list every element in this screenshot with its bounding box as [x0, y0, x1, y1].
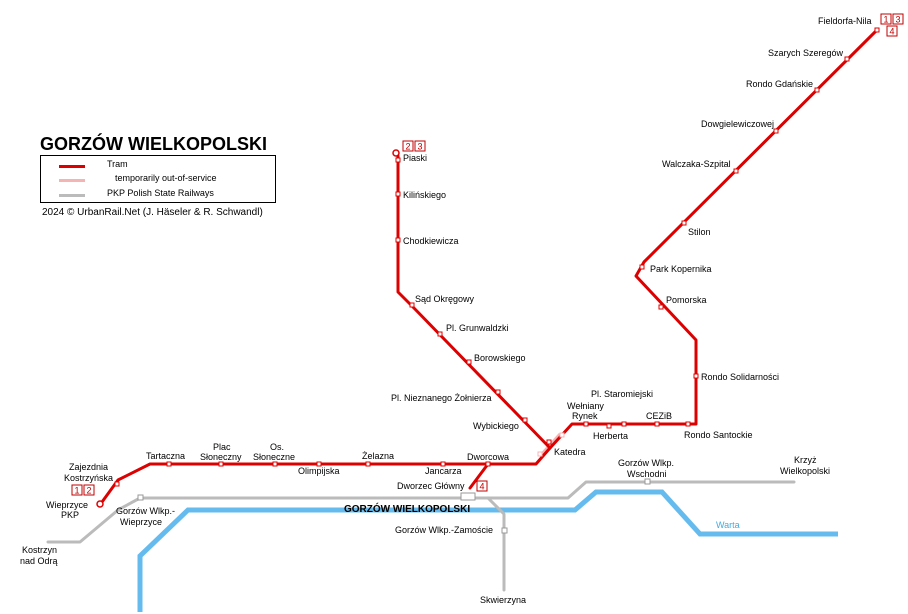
svg-text:4: 4: [890, 27, 895, 37]
station-wybickiego: Wybickiego: [473, 421, 519, 431]
station-pl-staromiejski: Pl. Staromiejski: [591, 389, 653, 399]
station-plac-sloneczny-2: Słoneczny: [200, 452, 242, 462]
station-chodkiewicza: Chodkiewicza: [403, 236, 459, 246]
out-of-service-stops: [537, 432, 565, 457]
rail-label-wieprzyce: Gorzów Wlkp.-: [116, 506, 175, 516]
tram-station-labels: Fieldorfa-Nila Szarych Szeregów Rondo Gd…: [46, 16, 872, 520]
station-os-sloneczne: Os.: [270, 442, 284, 452]
credit-line: 2024 © UrbanRail.Net (J. Häseler & R. Sc…: [42, 207, 263, 218]
legend-rail-swatch: [59, 194, 85, 197]
rail-station-wieprzyce: [137, 494, 144, 501]
station-jancarza: Jancarza: [425, 466, 462, 476]
rail-label-skwierzyna: Skwierzyna: [480, 595, 526, 605]
station-tartaczna: Tartaczna: [146, 451, 185, 461]
rail-label-wieprzyce-2: Wieprzyce: [120, 517, 162, 527]
rail-labels: Kostrzyn nad Odrą Gorzów Wlkp.- Wieprzyc…: [20, 455, 830, 605]
station-rondo-gdanskie: Rondo Gdańskie: [746, 79, 813, 89]
tram-lines: [100, 28, 879, 504]
station-szarych-szeregow: Szarych Szeregów: [768, 48, 844, 58]
svg-text:1: 1: [884, 15, 889, 25]
station-dowgielewiczowej: Dowgielewiczowej: [701, 119, 774, 129]
rail-label-kostrzyn: Kostrzyn: [22, 545, 57, 555]
map-legend: Tram temporarily out-of-service PKP Poli…: [40, 155, 276, 203]
station-welniany-rynek-2: Rynek: [572, 411, 598, 421]
rail-label-wschodni: Gorzów Wlkp.: [618, 458, 674, 468]
out-of-service-line: [538, 432, 562, 458]
rail-label-krzyz: Krzyż: [794, 455, 817, 465]
rail-station-wschodni: [644, 478, 651, 485]
station-olimpijska: Olimpijska: [298, 466, 340, 476]
station-dworzec-glowny: Dworzec Główny: [397, 481, 465, 491]
station-dworcowa: Dworcowa: [467, 452, 509, 462]
svg-text:1: 1: [75, 486, 80, 496]
rail-label-wschodni-2: Wschodni: [627, 469, 667, 479]
station-kilinskiego: Kilińskiego: [403, 190, 446, 200]
station-pl-grunwaldzki: Pl. Grunwaldzki: [446, 323, 509, 333]
svg-text:2: 2: [406, 142, 411, 152]
station-katedra: Katedra: [554, 447, 586, 457]
station-zajezdnia: Zajezdnia: [69, 462, 108, 472]
station-zajezdnia-2: Kostrzyńska: [64, 473, 113, 483]
svg-text:3: 3: [418, 142, 423, 152]
station-walczaka-szpital: Walczaka-Szpital: [662, 159, 731, 169]
rail-label-kostrzyn-2: nad Odrą: [20, 556, 58, 566]
station-herberta: Herberta: [593, 431, 628, 441]
station-os-sloneczne-2: Słoneczne: [253, 452, 295, 462]
tram-stops: [114, 27, 880, 487]
svg-text:3: 3: [896, 15, 901, 25]
wieprzyce-terminus-loop: [96, 500, 104, 508]
station-stilon: Stilon: [688, 227, 711, 237]
city-label: GORZÓW WIELKOPOLSKI: [344, 502, 470, 515]
terminus-badges: 1 3 4 2 3 1 2 4: [71, 13, 904, 496]
station-plac-sloneczny: Plac: [213, 442, 231, 452]
rail-station-main: [460, 492, 476, 501]
legend-tram-swatch: [59, 165, 85, 168]
station-park-kopernika: Park Kopernika: [650, 264, 712, 274]
rail-label-zamoscie: Gorzów Wlkp.-Zamoście: [395, 525, 493, 535]
rail-station-zamoscie: [501, 527, 508, 534]
station-cezib: CEZiB: [646, 411, 672, 421]
piaski-terminus-loop: [392, 149, 400, 157]
legend-out-of-service-swatch: [59, 179, 85, 182]
station-pl-nieznanego: Pl. Nieznanego Żołnierza: [391, 393, 492, 403]
river-label: Warta: [716, 520, 740, 530]
station-rondo-solidarnosci: Rondo Solidarności: [701, 372, 779, 382]
station-borowskiego: Borowskiego: [474, 353, 526, 363]
svg-text:2: 2: [87, 486, 92, 496]
station-wieprzyce-pkp-2: PKP: [61, 510, 79, 520]
station-welniany-rynek: Wełniany: [567, 401, 604, 411]
station-wieprzyce-pkp: Wieprzyce: [46, 500, 88, 510]
svg-text:4: 4: [480, 482, 485, 492]
station-zelazna: Żelazna: [362, 451, 394, 461]
station-rondo-santockie: Rondo Santockie: [684, 430, 753, 440]
station-pomorska: Pomorska: [666, 295, 707, 305]
station-sad-okregowy: Sąd Okręgowy: [415, 294, 475, 304]
station-fieldorfa-nila: Fieldorfa-Nila: [818, 16, 872, 26]
warta-river: [137, 489, 838, 612]
map-title: GORZÓW WIELKOPOLSKI: [40, 133, 267, 154]
rail-label-krzyz-2: Wielkopolski: [780, 466, 830, 476]
station-piaski: Piaski: [403, 153, 427, 163]
